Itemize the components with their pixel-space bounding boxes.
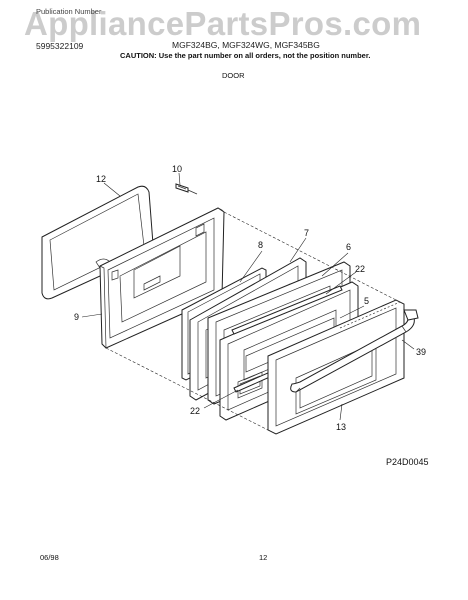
publication-label: Publication Number — [36, 7, 102, 16]
callout-10: 10 — [172, 164, 182, 174]
leader-10 — [178, 172, 181, 186]
callout-8: 8 — [258, 240, 263, 250]
leader-22-bottom — [203, 389, 239, 409]
leader-39 — [401, 339, 415, 350]
leader-22-top — [325, 271, 357, 295]
door-handle — [290, 309, 419, 393]
revision-date: 06/98 — [40, 553, 59, 562]
callout-39: 39 — [416, 347, 426, 357]
leader-8 — [239, 250, 263, 283]
leader-5 — [339, 305, 365, 319]
figure-code: P24D0045 — [386, 457, 429, 467]
leader-13 — [339, 403, 343, 421]
leader-12 — [103, 182, 121, 197]
callout-22-top: 22 — [355, 264, 365, 274]
callout-12: 12 — [96, 174, 106, 184]
leader-6 — [321, 252, 349, 277]
caution-notice: CAUTION: Use the part number on all orde… — [120, 51, 371, 60]
door-trim-strip-upper — [231, 285, 343, 335]
callout-7: 7 — [304, 228, 309, 238]
leader-9 — [81, 313, 103, 318]
part-number: 5995322109 — [36, 41, 84, 51]
section-title: DOOR — [222, 71, 245, 80]
callout-5: 5 — [364, 296, 369, 306]
callout-9: 9 — [74, 312, 79, 322]
watermark: AppliancePartsPros.com — [24, 5, 422, 42]
page-number: 12 — [259, 553, 268, 562]
model-numbers: MGF324BG, MGF324WG, MGF345BG — [172, 40, 320, 50]
callout-22-bottom: 22 — [190, 406, 200, 416]
screw — [175, 183, 198, 195]
leader-7 — [289, 237, 307, 263]
callout-13: 13 — [336, 422, 346, 432]
callout-6: 6 — [346, 242, 351, 252]
